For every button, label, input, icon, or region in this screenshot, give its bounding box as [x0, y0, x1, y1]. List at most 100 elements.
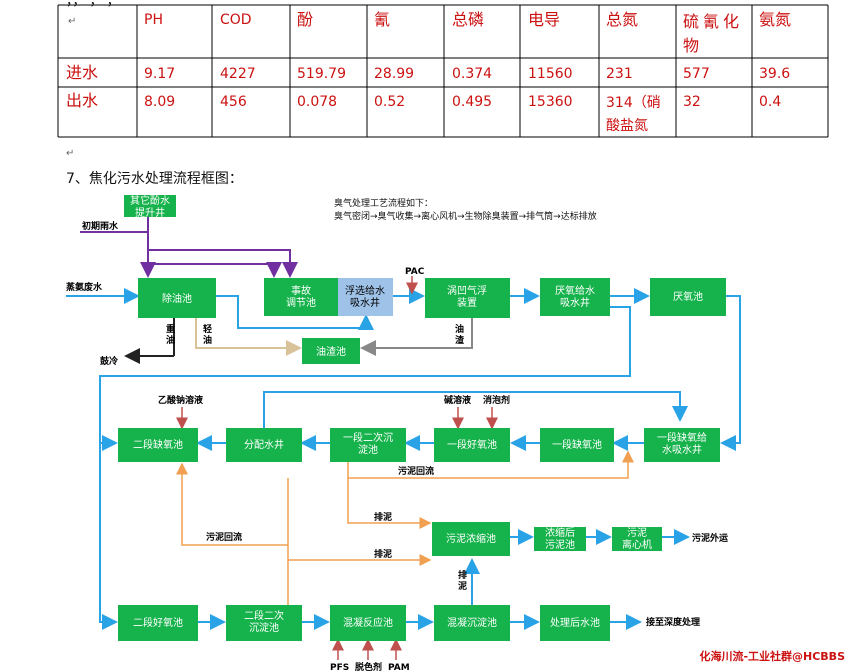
box-sed1: 一段二次沉淀池: [330, 428, 406, 462]
table-header-cod: COD: [220, 12, 252, 28]
box-thick-sludge: 浓缩后污泥池: [534, 526, 586, 551]
svg-text:一段好氧池: 一段好氧池: [447, 438, 497, 451]
table-header-thiocyanate: 硫氰化 物: [683, 12, 744, 55]
row-out-ph: 8.09: [144, 94, 176, 110]
label-defoamer: 消泡剂: [483, 394, 510, 406]
table-return-mark: ↵: [68, 16, 77, 27]
row-out-thiocyanate: 32: [683, 94, 701, 110]
box-sludge-thick: 污泥浓缩池: [432, 522, 510, 556]
row-in-ph: 9.17: [144, 66, 176, 82]
svg-text:混凝沉淀池: 混凝沉淀池: [447, 616, 497, 629]
label-sludge-return-2: 污泥回流: [206, 531, 242, 543]
box-aerobic1: 一段好氧池: [434, 428, 510, 462]
label-drum-cool: 鼓冷: [100, 355, 118, 367]
label-oil-slag: 油渣: [455, 323, 465, 346]
svg-text:污泥离心机: 污泥离心机: [622, 526, 652, 551]
label-pam: PAM: [388, 663, 410, 672]
label-sludge-out: 污泥外运: [692, 532, 729, 544]
label-alkali: 碱溶液: [444, 394, 472, 406]
table-header-total-n: 总氮: [606, 10, 639, 29]
svg-text:二段缺氧池: 二段缺氧池: [133, 438, 183, 451]
row-in-conductivity: 11560: [528, 66, 573, 82]
box-accident: 事故调节池: [264, 278, 338, 316]
svg-text:浮选给水吸水井: 浮选给水吸水井: [345, 284, 385, 309]
svg-text:处理后水池: 处理后水池: [550, 616, 600, 629]
label-rain: 初期雨水: [82, 220, 119, 232]
svg-text:一段二次沉淀池: 一段二次沉淀池: [343, 431, 393, 456]
box-lift-well-label: 其它酚水提升井: [130, 194, 170, 219]
row-out-cyanide: 0.52: [374, 94, 406, 110]
svg-text:除油池: 除油池: [162, 292, 192, 305]
svg-text:分配水井: 分配水井: [244, 438, 284, 451]
box-anoxic1-feed: 一段缺氧给水吸水井: [644, 428, 720, 462]
box-vortex-float: 涡凹气浮装置: [425, 278, 510, 318]
row-in-label: 进水: [66, 63, 99, 82]
odor-note-line1: 臭气处理工艺流程如下：: [334, 197, 433, 209]
table-header-cyanide: 氰: [374, 10, 391, 29]
label-decolor: 脱色剂: [355, 661, 382, 672]
row-out-total-p: 0.495: [452, 94, 493, 110]
svg-text:厌氧给水吸水井: 厌氧给水吸水井: [555, 284, 595, 309]
label-pfs: PFS: [330, 663, 349, 672]
svg-text:污泥浓缩池: 污泥浓缩池: [446, 532, 496, 545]
row-in-phenol: 519.79: [297, 66, 346, 82]
label-discharge-2: 排泥: [374, 548, 392, 560]
table-header-conductivity: 电导: [528, 10, 561, 29]
table-header-ammonia: 氨氮: [759, 10, 792, 29]
label-sodium-acetate: 乙酸钠溶液: [158, 394, 204, 406]
label-discharge-1: 排泥: [374, 511, 392, 523]
svg-text:一段缺氧给水吸水井: 一段缺氧给水吸水井: [657, 431, 707, 456]
svg-text:事故调节池: 事故调节池: [286, 284, 316, 309]
row-in-cod: 4227: [220, 66, 256, 82]
label-light-oil: 轻油: [203, 323, 212, 346]
label-sludge-return-1: 污泥回流: [398, 465, 434, 477]
svg-text:厌氧池: 厌氧池: [673, 290, 703, 303]
row-out-label: 出水: [66, 91, 99, 110]
row-out-conductivity: 15360: [528, 94, 573, 110]
box-anoxic2: 二段缺氧池: [118, 428, 198, 462]
svg-text:油渣池: 油渣池: [316, 345, 346, 358]
table-header-ph: PH: [144, 12, 163, 28]
box-centrifuge: 污泥离心机: [612, 526, 662, 551]
odor-note-line2: 臭气密闭→臭气收集→离心风机→生物除臭装置→排气筒→达标排放: [334, 210, 597, 222]
box-coag-react: 混凝反应池: [330, 605, 406, 641]
label-discharge-3: 排泥: [458, 569, 467, 592]
row-in-thiocyanate: 577: [683, 66, 710, 82]
box-lift-well: 其它酚水提升井: [124, 194, 176, 219]
box-aerobic2: 二段好氧池: [118, 605, 198, 641]
row-out-ammonia: 0.4: [759, 94, 782, 110]
data-table: [57, 4, 829, 138]
box-treated: 处理后水池: [540, 605, 610, 641]
svg-text:二段二次沉淀池: 二段二次沉淀池: [244, 609, 284, 634]
row-in-ammonia: 39.6: [759, 66, 791, 82]
row-out-cod: 456: [220, 94, 247, 110]
box-oil-removal: 除油池: [138, 278, 216, 318]
label-pac: PAC: [405, 267, 425, 277]
box-sed2: 二段二次沉淀池: [226, 605, 302, 641]
svg-text:涡凹气浮装置: 涡凹气浮装置: [447, 284, 487, 309]
section-title: 7、焦化污水处理流程框图：: [66, 171, 243, 187]
table-header-total-p: 总磷: [452, 10, 485, 29]
box-anoxic1: 一段缺氧池: [540, 428, 614, 462]
svg-text:浓缩后污泥池: 浓缩后污泥池: [545, 526, 575, 551]
label-ammonia: 蒸氨废水: [66, 281, 103, 293]
label-deep-treat: 接至深度处理: [646, 616, 700, 628]
box-oil-residue: 油渣池: [302, 338, 360, 364]
row-in-total-n: 231: [606, 66, 633, 82]
box-coag-sed: 混凝沉淀池: [434, 605, 510, 641]
box-distribution: 分配水井: [226, 428, 302, 462]
table-header-phenol: 酚: [297, 10, 314, 29]
row-in-cyanide: 28.99: [374, 66, 415, 82]
row-out-phenol: 0.078: [297, 94, 338, 110]
box-float-feed: 浮选给水吸水井: [338, 278, 393, 316]
row-out-total-n: 314（硝 酸盐氮: [606, 95, 661, 134]
paragraph-mark: ↵: [66, 148, 75, 159]
svg-text:混凝反应池: 混凝反应池: [343, 616, 393, 629]
box-anaerobic-feed: 厌氧给水吸水井: [540, 278, 610, 316]
svg-text:一段缺氧池: 一段缺氧池: [552, 438, 602, 451]
svg-text:二段好氧池: 二段好氧池: [133, 616, 183, 629]
box-anaerobic: 厌氧池: [650, 278, 726, 316]
watermark: 化海川流-工业社群@HCBBS: [699, 650, 845, 663]
row-in-total-p: 0.374: [452, 66, 493, 82]
